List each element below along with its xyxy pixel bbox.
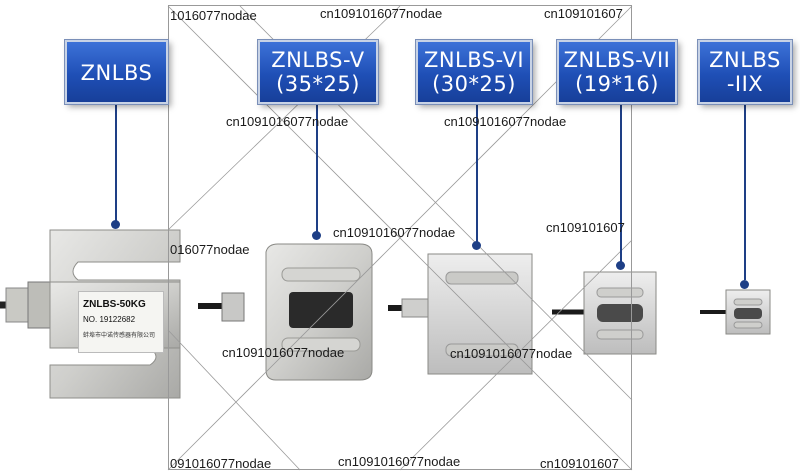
watermark-text: 1016077nodae	[170, 8, 257, 23]
watermark-text: cn1091016077nodae	[450, 346, 573, 361]
watermark-text: 016077nodae	[170, 242, 250, 257]
watermark-text: cn1091016077nodae	[333, 225, 456, 240]
connector-dot	[740, 280, 749, 289]
connector-line	[115, 104, 117, 224]
sticker-model: ZNLBS-50KG	[83, 299, 146, 310]
connector-dot	[312, 231, 321, 240]
watermark-text: cn109101607	[540, 456, 619, 471]
load-cell-znlbs-vi	[388, 253, 533, 375]
connector-dot	[111, 220, 120, 229]
connector-line	[316, 104, 318, 234]
watermark-text: cn109101607	[544, 6, 623, 21]
sticker-maker: 蚌埠市中诺传感器有限公司	[83, 333, 156, 339]
watermark-text: 091016077nodae	[170, 456, 272, 471]
load-cell-znlbs-iix	[700, 289, 771, 335]
product-sticker: ZNLBS-50KG NO. 19122682 蚌埠市中诺传感器有限公司	[78, 291, 164, 353]
watermark-text: cn1091016077nodae	[338, 454, 461, 469]
watermark-text: cn1091016077nodae	[222, 345, 345, 360]
model-label-znlbs: ZNLBS	[65, 40, 168, 104]
watermark-text: cn1091016077nodae	[320, 6, 443, 21]
sticker-number: NO. 19122682	[83, 315, 136, 324]
model-label-znlbs-vii: ZNLBS-VII (19*16)	[557, 40, 677, 104]
connector-dot	[616, 261, 625, 270]
watermark-text: cn109101607	[546, 220, 625, 235]
watermark-text: cn1091016077nodae	[226, 114, 349, 129]
watermark-text: cn1091016077nodae	[444, 114, 567, 129]
model-label-znlbs-v: ZNLBS-V (35*25)	[258, 40, 378, 104]
connector-dot	[472, 241, 481, 250]
model-label-znlbs-iix: ZNLBS -IIX	[698, 40, 792, 104]
connector-line	[476, 104, 478, 244]
connector-line	[744, 104, 746, 280]
model-label-znlbs-vi: ZNLBS-VI (30*25)	[416, 40, 532, 104]
connector-line	[620, 104, 622, 264]
watermark-frame	[168, 5, 632, 470]
